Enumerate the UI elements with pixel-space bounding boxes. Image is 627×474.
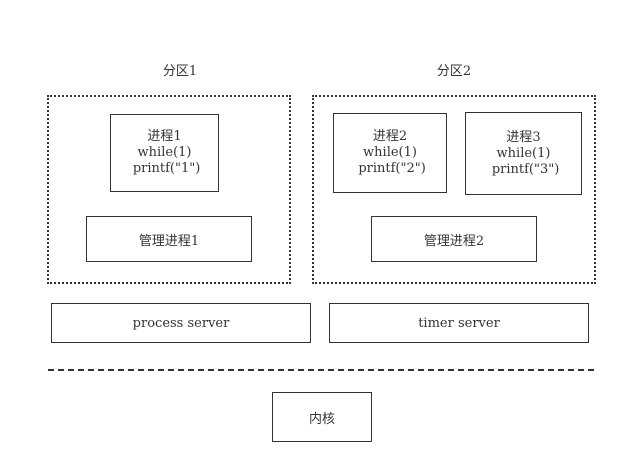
manager2-label: 管理进程2 <box>423 233 485 249</box>
partition2-title: 分区2 <box>436 64 472 79</box>
process1-code-line1: while(1) <box>137 145 192 160</box>
process2-name: 进程2 <box>372 129 408 144</box>
process-server-label: process server <box>132 315 230 331</box>
partition1-frame <box>47 95 291 284</box>
process2-code-line2: printf("2") <box>354 161 426 176</box>
process3-box: 进程3 while(1) printf("3") <box>465 112 582 195</box>
process2-box: 进程2 while(1) printf("2") <box>333 113 447 193</box>
process1-box: 进程1 while(1) printf("1") <box>110 114 219 192</box>
process3-code-line2: printf("3") <box>487 161 560 177</box>
manager1-box: 管理进程1 <box>86 216 252 262</box>
process1-name: 进程1 <box>147 129 182 144</box>
process-server-box: process server <box>51 303 311 343</box>
partition2-frame <box>312 95 596 284</box>
process3-code-line1: while(1) <box>496 145 551 161</box>
timer-server-box: timer server <box>329 303 589 343</box>
process3-name: 进程3 <box>506 129 541 145</box>
kernel-label: 内核 <box>308 411 335 427</box>
manager2-box: 管理进程2 <box>371 216 537 262</box>
process2-code-line1: while(1) <box>363 145 417 160</box>
partition1-title: 分区1 <box>162 64 198 79</box>
timer-server-label: timer server <box>418 315 500 331</box>
manager1-label: 管理进程1 <box>138 233 200 249</box>
kernel-boundary-line <box>48 369 594 371</box>
kernel-box: 内核 <box>272 392 372 442</box>
process1-code-line2: printf("1") <box>128 161 201 176</box>
